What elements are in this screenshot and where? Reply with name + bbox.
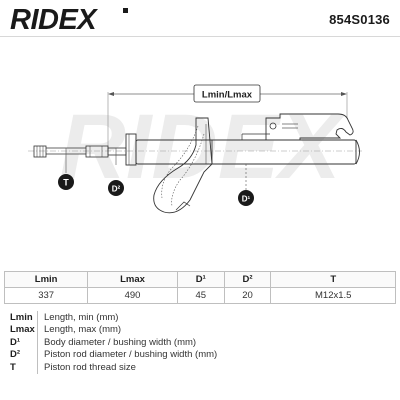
shock-absorber-drawing: RIDEX Lmin/Lmax T D² D¹ <box>28 84 362 214</box>
spec-header-d1: D¹ <box>176 271 225 288</box>
legend-item: Lmax Length, max (mm) <box>10 323 390 336</box>
ridex-logo: RIDEX <box>10 4 128 34</box>
legend-code: D¹ <box>10 336 21 348</box>
legend-divider <box>37 323 38 336</box>
ridex-logo-text: RIDEX <box>10 4 98 34</box>
spec-table-value-row: 337 490 45 20 M12x1.5 <box>3 287 396 304</box>
spec-value-t: M12x1.5 <box>270 287 396 304</box>
callout-body-diameter-badge <box>238 190 254 206</box>
spec-header-d2: D² <box>223 271 272 288</box>
mounting-bracket <box>265 113 354 141</box>
legend-description: Length, min (mm) <box>44 311 119 323</box>
length-label-box <box>193 84 261 103</box>
legend-code: Lmax <box>10 324 35 336</box>
body-end-cap <box>355 139 360 165</box>
dimension-arrow-right <box>341 92 347 96</box>
spec-table: Lmin Lmax D¹ D² T 337 490 45 20 M12x1.5 <box>3 271 396 304</box>
logo-dot <box>123 8 128 13</box>
legend-divider <box>37 336 38 349</box>
spec-table-header-row: Lmin Lmax D¹ D² T <box>3 271 396 288</box>
legend-description: Piston rod thread size <box>44 361 136 373</box>
part-number: 854S0136 <box>329 12 390 27</box>
legend-item: Lmin Length, min (mm) <box>10 311 390 324</box>
legend-item: D¹ Body diameter / bushing width (mm) <box>10 336 390 349</box>
legend-code: T <box>10 361 16 373</box>
callout-thread-label: T <box>63 178 69 188</box>
legend: Lmin Length, min (mm) Lmax Length, max (… <box>10 311 390 374</box>
spec-value-lmax: 490 <box>87 287 178 304</box>
callout-rod-diameter-label: D² <box>112 185 121 194</box>
legend-code: D² <box>10 349 21 361</box>
spec-value-lmin: 337 <box>3 287 89 304</box>
spec-value-d2: 20 <box>223 287 272 304</box>
legend-description: Piston rod diameter / bushing width (mm) <box>44 349 218 361</box>
spec-value-d1: 45 <box>176 287 225 304</box>
watermark: RIDEX <box>59 96 345 198</box>
header: RIDEX 854S0136 <box>0 0 400 38</box>
dimension-arrow-left <box>108 92 114 96</box>
legend-divider <box>37 348 38 361</box>
legend-item: D² Piston rod diameter / bushing width (… <box>10 348 390 361</box>
legend-item: T Piston rod thread size <box>10 361 390 374</box>
header-divider <box>0 36 400 37</box>
spec-header-t: T <box>270 271 396 288</box>
legend-divider <box>37 311 38 324</box>
spec-header-lmax: Lmax <box>87 271 178 288</box>
callout-thread-badge <box>58 174 74 190</box>
legend-description: Length, max (mm) <box>44 324 122 336</box>
spring-seat <box>153 117 213 214</box>
legend-description: Body diameter / bushing width (mm) <box>44 336 197 348</box>
legend-code: Lmin <box>10 311 33 323</box>
length-label: Lmin/Lmax <box>202 90 253 101</box>
spec-header-lmin: Lmin <box>3 271 89 288</box>
callout-rod-diameter-badge <box>108 180 124 196</box>
callout-body-diameter-label: D¹ <box>242 195 251 204</box>
legend-divider <box>37 361 38 374</box>
bracket-hole <box>269 122 277 130</box>
